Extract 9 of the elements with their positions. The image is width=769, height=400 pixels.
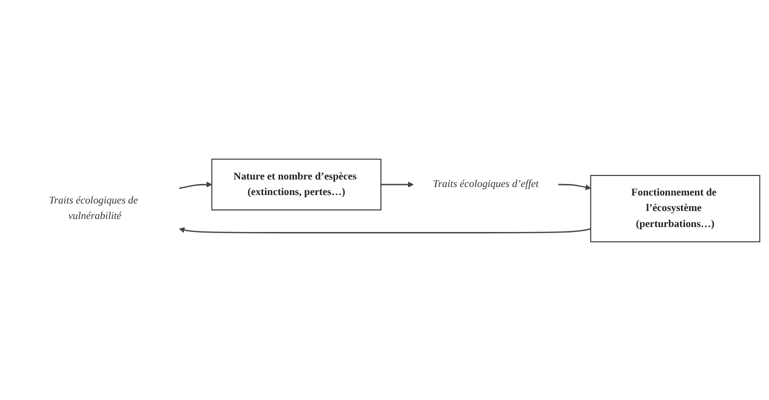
node-box (210, 158, 381, 210)
node-box (590, 174, 760, 242)
node-text: Traits écologiques d’effet (432, 178, 538, 190)
cycle-diagram: Traits écologiques de vulnérabilité Fonctionnement de l’écosystème (perturbations…) Nature et nombre d’espèces (extinctions, pertes…) Traits écologiques d’effet (4, 154, 764, 246)
arrow (558, 183, 590, 190)
node-text: Traits écologiques de vulnérabilité (48, 194, 138, 222)
arrow (178, 181, 212, 189)
arrow (178, 226, 590, 233)
arrow (380, 181, 414, 187)
